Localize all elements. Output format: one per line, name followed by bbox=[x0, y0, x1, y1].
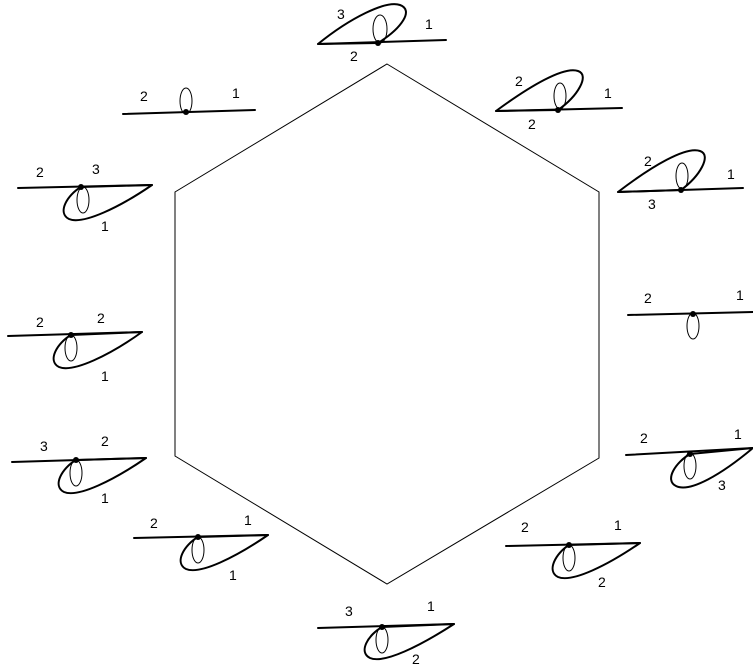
crossing-point bbox=[78, 184, 84, 190]
crossing-point bbox=[690, 311, 696, 317]
crossing-oval bbox=[191, 536, 205, 564]
crossing-point bbox=[68, 332, 74, 338]
label-b: 1 bbox=[232, 85, 240, 101]
figure-right-middle: 2 1 bbox=[627, 287, 753, 340]
crossing-oval bbox=[76, 186, 90, 214]
label-c: 3 bbox=[648, 196, 656, 212]
crossing-oval bbox=[375, 626, 389, 654]
figure-left-upper: 2 3 1 bbox=[17, 161, 153, 234]
label-b: 1 bbox=[604, 85, 612, 101]
label-a: 2 bbox=[140, 88, 148, 104]
label-b: 1 bbox=[427, 598, 435, 614]
loop-curve bbox=[62, 184, 153, 222]
label-c: 2 bbox=[528, 116, 536, 132]
loop-curve bbox=[670, 447, 753, 489]
label-c: 3 bbox=[718, 477, 726, 493]
figure-left-lower: 3 2 1 bbox=[11, 433, 147, 506]
label-c: 1 bbox=[101, 490, 109, 506]
label-b: 1 bbox=[425, 16, 433, 32]
crossing-point bbox=[73, 457, 79, 463]
loop-curve bbox=[179, 534, 269, 572]
label-c: 1 bbox=[229, 567, 237, 583]
figure-bottom: 3 1 2 bbox=[317, 598, 455, 667]
crossing-oval bbox=[64, 334, 78, 362]
crossing-point bbox=[375, 40, 381, 46]
crossing-point bbox=[566, 542, 572, 548]
crossing-oval bbox=[372, 14, 388, 44]
crossing-oval bbox=[553, 82, 567, 110]
label-b: 2 bbox=[97, 310, 105, 326]
label-b: 1 bbox=[244, 512, 252, 528]
loop-curve bbox=[52, 331, 143, 370]
label-a: 2 bbox=[36, 314, 44, 330]
crossing-point bbox=[183, 109, 189, 115]
crossing-oval bbox=[562, 544, 576, 572]
figure-lower-right-frame-true: 2 1 2 bbox=[505, 517, 641, 590]
label-c: 2 bbox=[598, 574, 606, 590]
crossing-point bbox=[195, 534, 201, 540]
figure-right-lower: 2 1 3 bbox=[625, 426, 753, 493]
crossing-point bbox=[555, 107, 561, 113]
label-b: 3 bbox=[92, 161, 100, 177]
loop-curve bbox=[617, 149, 706, 193]
figure-upper-right: 2 1 2 bbox=[495, 69, 623, 132]
label-b: 1 bbox=[614, 517, 622, 533]
label-b: 1 bbox=[734, 426, 742, 442]
label-a: 3 bbox=[337, 6, 345, 22]
loop-curve bbox=[363, 623, 455, 661]
label-a: 2 bbox=[521, 519, 529, 535]
label-c: 1 bbox=[101, 368, 109, 384]
figure-right-upper: 2 1 3 bbox=[617, 149, 744, 212]
loop-curve bbox=[57, 457, 147, 495]
label-a: 2 bbox=[640, 430, 648, 446]
figure-left-middle: 2 2 1 bbox=[7, 310, 143, 384]
label-c: 2 bbox=[350, 48, 358, 64]
crossing-point bbox=[678, 187, 684, 193]
crossing-oval bbox=[69, 459, 83, 487]
label-c: 1 bbox=[101, 218, 109, 234]
loop-curve bbox=[551, 542, 641, 580]
label-a: 2 bbox=[515, 73, 523, 89]
label-c: 2 bbox=[412, 651, 420, 667]
label-a: 3 bbox=[40, 438, 48, 454]
label-a: 3 bbox=[345, 603, 353, 619]
label-b: 1 bbox=[727, 166, 735, 182]
label-a: 2 bbox=[36, 164, 44, 180]
label-b: 2 bbox=[101, 433, 109, 449]
label-b: 1 bbox=[736, 287, 744, 303]
label-a: 2 bbox=[644, 290, 652, 306]
loop-curve bbox=[317, 3, 407, 45]
figure-lower-left-frame: 2 1 1 bbox=[133, 512, 269, 583]
figure-upper-left: 2 1 bbox=[122, 85, 256, 115]
crossing-point bbox=[687, 451, 693, 457]
figure-top: 3 1 2 bbox=[317, 3, 447, 64]
label-a: 2 bbox=[150, 515, 158, 531]
central-hexagon bbox=[174, 63, 600, 585]
crossing-point bbox=[379, 624, 385, 630]
label-a: 2 bbox=[644, 153, 652, 169]
loop-curve bbox=[495, 69, 584, 112]
crossing-oval bbox=[675, 162, 689, 190]
